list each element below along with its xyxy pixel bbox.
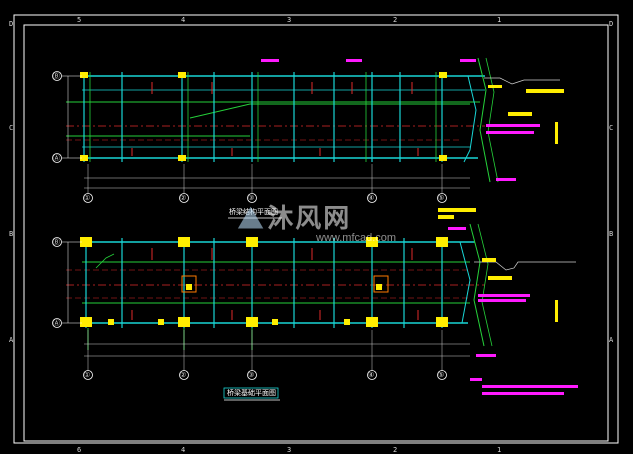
axis-bubble-label: ④ — [368, 194, 375, 202]
axis-bubble-label: ③ — [248, 194, 255, 202]
frame-row-marker: B — [9, 230, 14, 238]
axis-bubbles — [52, 71, 447, 380]
frame-row-marker: A — [9, 336, 14, 344]
frame-col-marker: 1 — [497, 446, 502, 454]
frame-col-marker: 6 — [77, 446, 82, 454]
outer-frame — [13, 14, 619, 444]
frame-col-marker: 5 — [77, 16, 82, 24]
axis-bubble-label: ② — [180, 371, 187, 379]
bottom-plan — [66, 208, 578, 401]
frame-col-marker: 2 — [393, 446, 398, 454]
frame-row-marker: C — [609, 124, 614, 132]
frame-col-marker: 3 — [287, 16, 292, 24]
frame-col-marker: 3 — [287, 446, 292, 454]
axis-bubble-label: ⑤ — [438, 371, 445, 379]
frame-row-marker: D — [609, 20, 614, 28]
axis-bubble-label: ⑤ — [438, 194, 445, 202]
frame-col-marker: 4 — [181, 16, 186, 24]
frame-row-marker: D — [9, 20, 14, 28]
bottom-plan-title: 桥梁基础平面图 — [227, 389, 276, 397]
axis-bubble-label: ② — [180, 194, 187, 202]
top-plan — [66, 57, 564, 219]
row-bubble-label: Ⓑ — [53, 238, 60, 246]
row-bubble-label: Ⓐ — [53, 319, 60, 327]
row-bubble-label: Ⓐ — [53, 154, 60, 162]
frame-row-marker: B — [609, 230, 614, 238]
axis-bubble-label: ① — [84, 371, 91, 379]
axis-bubble-label: ① — [84, 194, 91, 202]
frame-row-marker: C — [9, 124, 14, 132]
axis-bubble-label: ④ — [368, 371, 375, 379]
row-bubble-label: Ⓑ — [53, 72, 60, 80]
frame-col-marker: 4 — [181, 446, 186, 454]
axis-bubble-label: ③ — [248, 371, 255, 379]
frame-col-marker: 2 — [393, 16, 398, 24]
frame-col-marker: 1 — [497, 16, 502, 24]
frame-row-marker: A — [609, 336, 614, 344]
inner-frame — [23, 24, 609, 442]
top-plan-title: 桥梁结构平面图 — [229, 208, 278, 216]
